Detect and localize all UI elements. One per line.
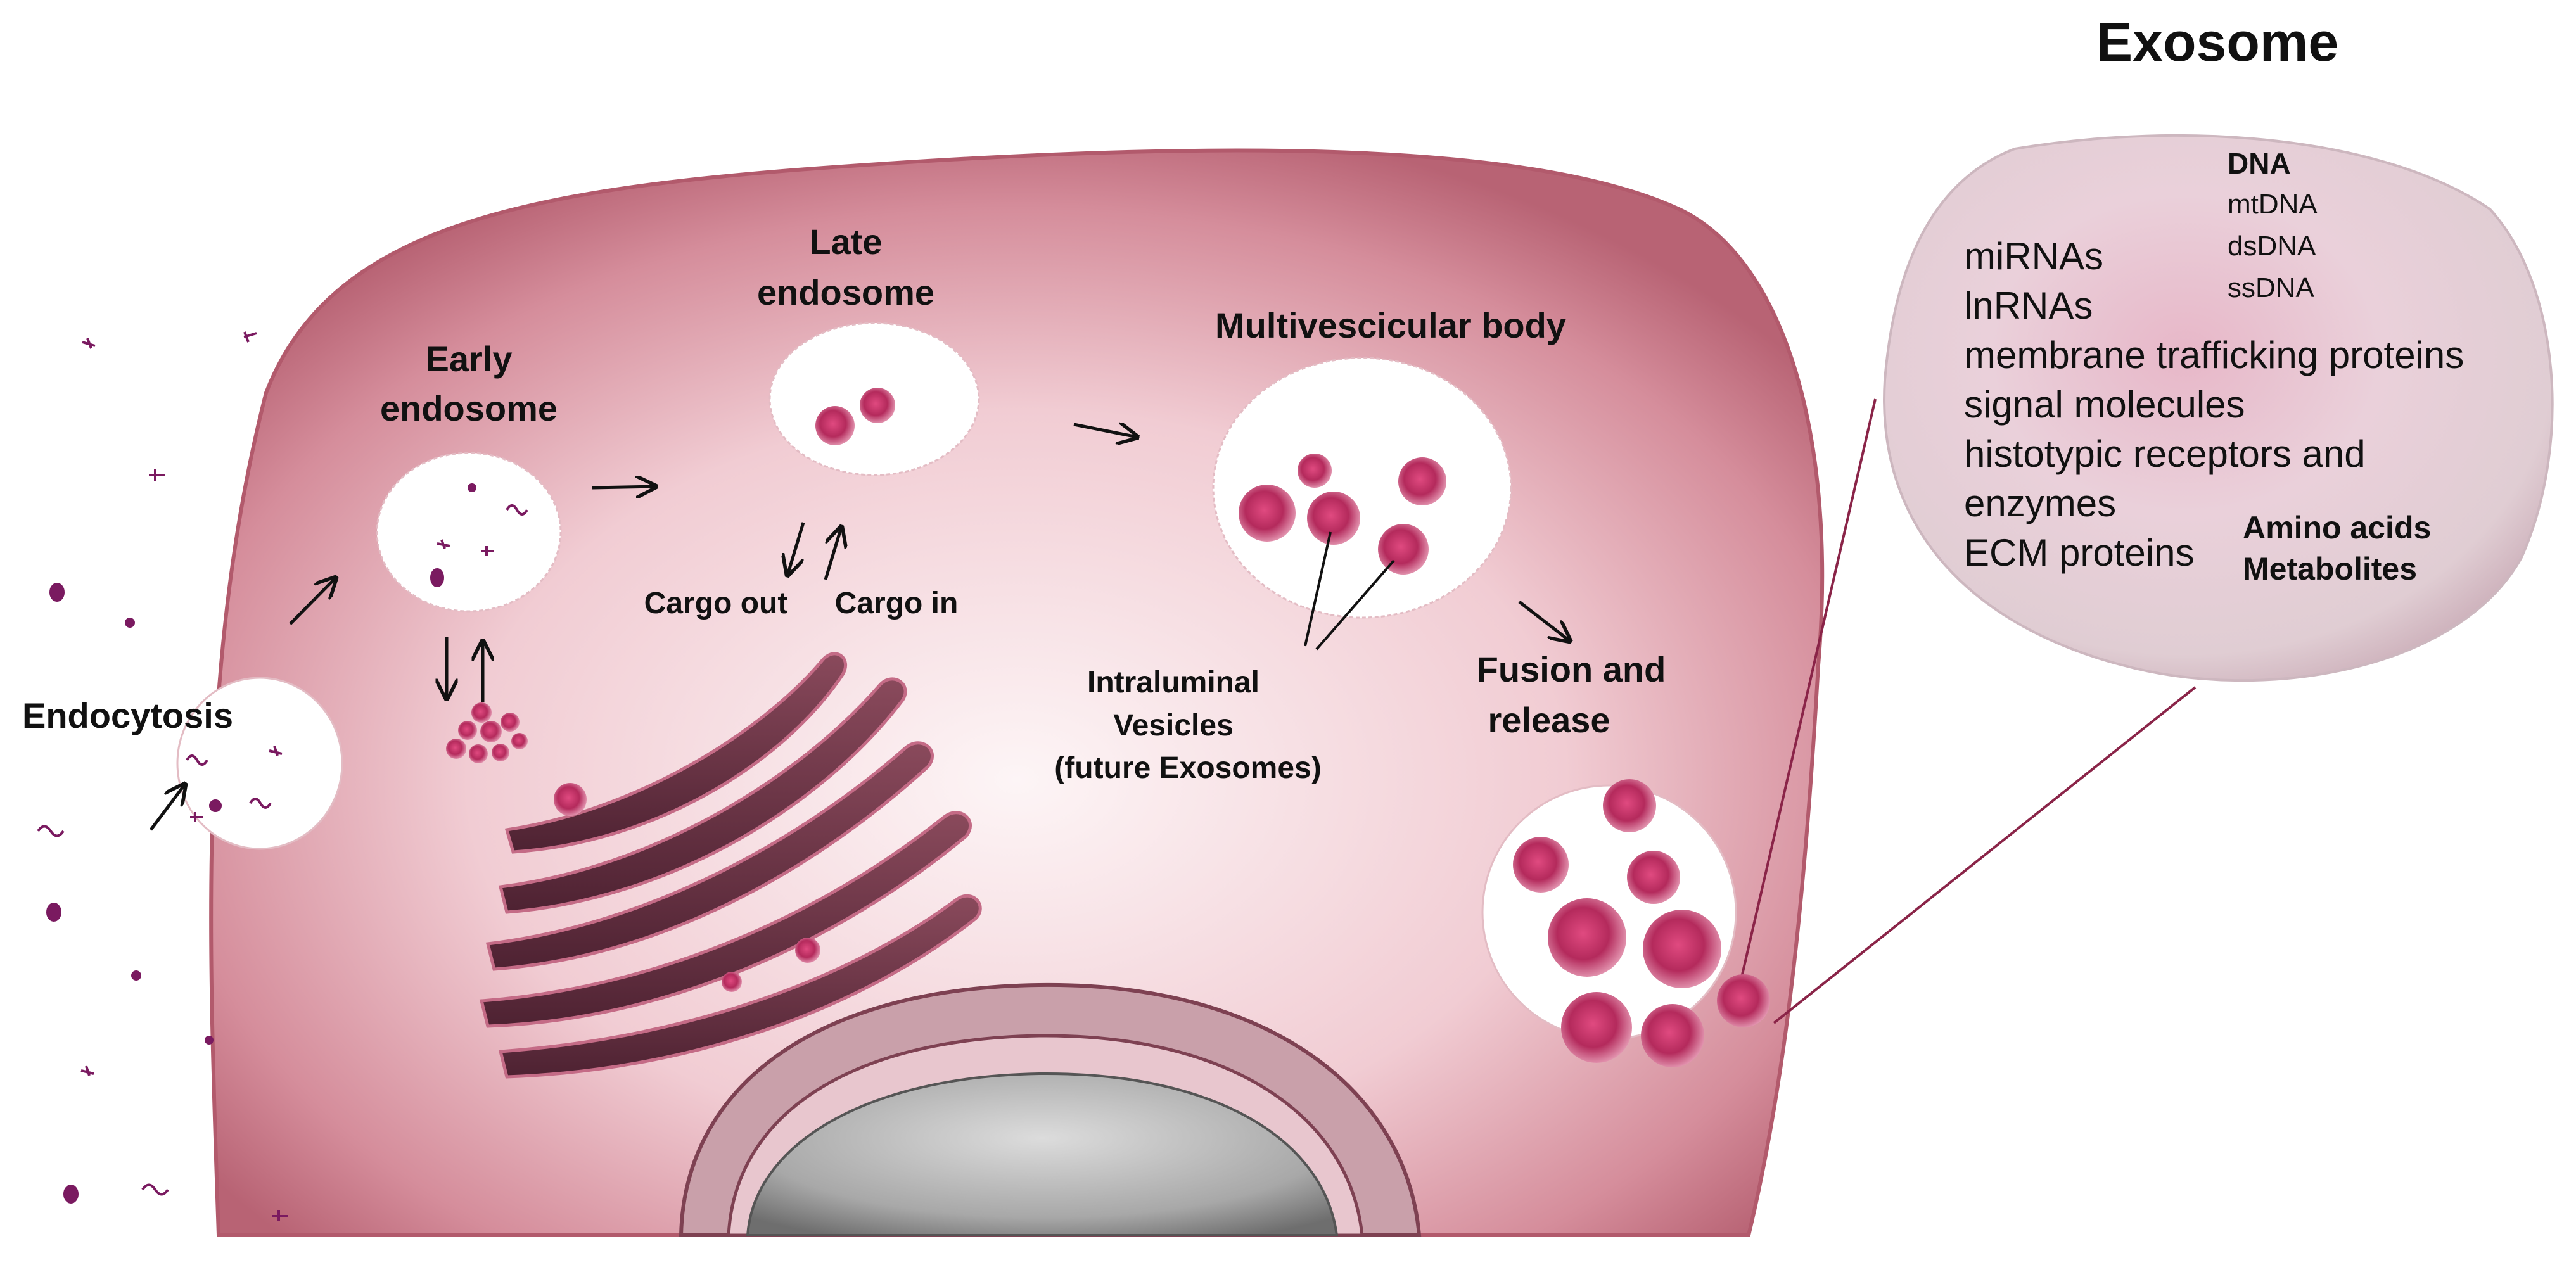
label-late-endosome-line1: Late xyxy=(809,222,883,262)
exosome-bold-item: Amino acids xyxy=(2243,510,2432,545)
exosome-content-item: ECM proteins xyxy=(1964,531,2195,574)
intraluminal-vesicle xyxy=(1298,454,1332,488)
early-endosome xyxy=(376,452,562,613)
label-cargo-out: Cargo out xyxy=(644,587,788,620)
diagram-title: Exosome xyxy=(2096,12,2339,73)
exosome-dna-heading: DNA xyxy=(2228,147,2291,180)
exosome-vesicle xyxy=(1627,851,1680,904)
exosome-dna-type: mtDNA xyxy=(2228,189,2318,220)
label-endocytosis: Endocytosis xyxy=(22,696,233,735)
zoom-line-upper xyxy=(1738,398,1877,989)
ilv-pointer-line xyxy=(1304,531,1332,647)
label-ilv-line1: Intraluminal xyxy=(1087,666,1260,699)
label-ilv-line2: Vesicles xyxy=(1113,709,1234,742)
label-cargo-in: Cargo in xyxy=(834,587,959,620)
intraluminal-vesicle xyxy=(1378,524,1429,575)
label-fusion-line1: Fusion and xyxy=(1476,649,1666,689)
exosome-content-item: histotypic receptors and xyxy=(1964,433,2366,475)
intraluminal-vesicle xyxy=(815,406,855,445)
exosome-content-item: membrane trafficking proteins xyxy=(1964,334,2464,376)
cargo-particles xyxy=(37,331,528,1221)
intraluminal-vesicle xyxy=(1398,457,1446,505)
golgi-apparatus xyxy=(479,652,982,1079)
golgi-vesicle xyxy=(722,972,742,992)
label-fusion-line2: release xyxy=(1488,700,1610,740)
intraluminal-vesicle xyxy=(860,388,895,423)
exosome-content-item: lnRNAs xyxy=(1964,284,2093,327)
label-ilv-line3: (future Exosomes) xyxy=(1054,751,1322,785)
exosome-vesicle xyxy=(1548,898,1626,977)
exosome-bold-item: Metabolites xyxy=(2243,551,2418,587)
nucleus xyxy=(679,982,1422,1237)
pathway-arrows xyxy=(150,424,1570,831)
label-late-endosome-line2: endosome xyxy=(756,272,935,312)
exosome-vesicle xyxy=(1603,779,1656,832)
exosome-vesicle xyxy=(1641,1004,1704,1067)
multivesicular-body xyxy=(1212,357,1512,619)
label-early-endosome-line1: Early xyxy=(425,339,513,379)
ilv-pointer-line xyxy=(1315,559,1395,651)
label-early-endosome-line2: endosome xyxy=(379,388,558,428)
exosome-content-item: miRNAs xyxy=(1964,235,2103,277)
golgi-vesicle xyxy=(795,938,820,963)
exosome-vesicle xyxy=(1643,910,1721,988)
zoom-line-lower xyxy=(1773,686,2197,1024)
intraluminal-vesicle xyxy=(1239,485,1296,542)
exosome-dna-type: dsDNA xyxy=(2228,231,2316,262)
released-exosome xyxy=(1717,974,1770,1027)
recycling-vesicle-cluster xyxy=(446,702,528,763)
exosome-dna-type: ssDNA xyxy=(2228,272,2314,303)
exosome-content-item: signal molecules xyxy=(1964,383,2245,426)
exosome-vesicle xyxy=(1513,837,1569,893)
exosome-vesicle xyxy=(1561,992,1632,1063)
golgi-vesicle xyxy=(554,783,587,816)
intraluminal-vesicle xyxy=(1307,492,1360,545)
exosome-particle xyxy=(1883,134,2554,682)
exosome-content-item: enzymes xyxy=(1964,482,2117,524)
label-multivesicular-body: Multivescicular body xyxy=(1215,305,1566,345)
